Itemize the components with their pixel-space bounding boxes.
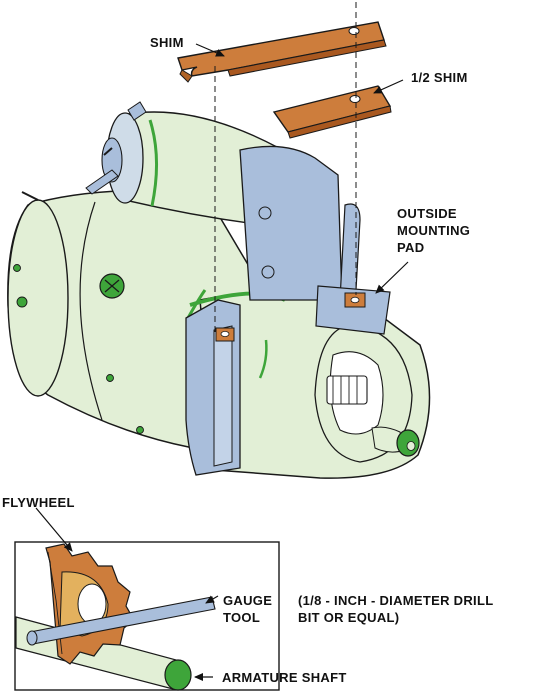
mounting-bracket [185,145,391,476]
outside-mounting-pad-label: OUTSIDE MOUNTING PAD [397,206,471,255]
gauge-arrow-icon [205,595,219,604]
flywheel-arrow-icon [35,507,73,552]
starter-motor [7,101,431,479]
shim-label: SHIM [150,35,184,50]
flywheel-label: FLYWHEEL [2,495,75,510]
half-shim-label: 1/2 SHIM [411,70,468,85]
shim-arrow-icon [195,43,225,57]
half-shim-plate [272,85,392,139]
bolt-icon [258,206,272,220]
terminal-stud-icon [21,101,147,201]
shim-plate [177,21,387,83]
outside-mounting-pad [344,292,366,308]
screw-icon [99,273,125,299]
half-shim-arrow-icon [373,79,404,94]
pad-arrow-icon [375,261,409,294]
inner-mounting-pad [215,327,235,342]
armature-shaft-label: ARMATURE SHAFT [222,670,347,685]
gauge-inset [14,541,280,691]
gauge-tool-label: GAUGE TOOL [223,593,273,625]
gauge-tool [26,596,216,646]
bolt-icon [261,265,275,279]
pinion-gear [326,375,368,405]
gauge-tool-note: (1/8 - INCH - DIAMETER DRILL BIT OR EQUA… [298,593,494,625]
